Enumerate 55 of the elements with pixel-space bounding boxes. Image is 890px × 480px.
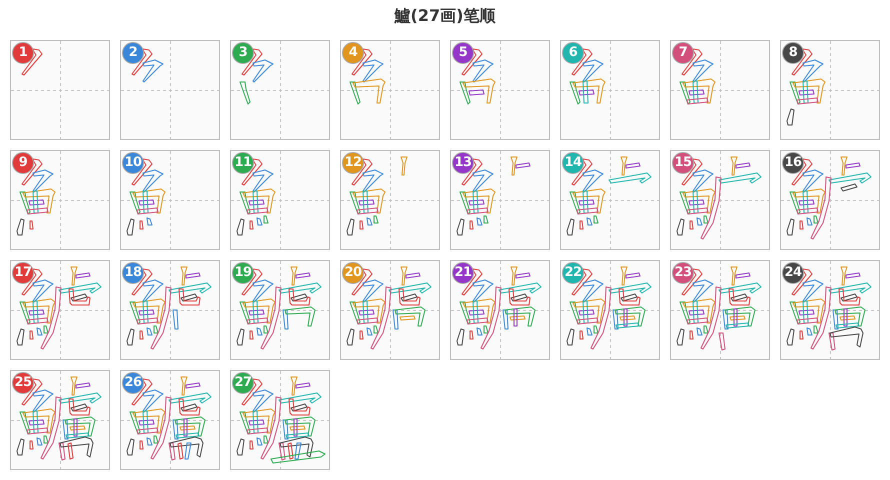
stroke-cell [230, 40, 330, 140]
number-badge: 15 [672, 152, 694, 174]
number-badge: 25 [12, 372, 34, 394]
stroke-cell [780, 150, 880, 250]
number-badge: 17 [12, 262, 34, 284]
stroke-cell [10, 40, 110, 140]
number-badge: 22 [562, 262, 584, 284]
number-badge: 23 [672, 262, 694, 284]
title: 鱸(27画)笔顺 [394, 5, 496, 27]
number-badge: 21 [452, 262, 474, 284]
stroke-cell [120, 260, 220, 360]
stroke-cell [780, 40, 880, 140]
stroke-cell [450, 260, 550, 360]
number-badge: 5 [452, 42, 474, 64]
stroke-cell [10, 150, 110, 250]
stroke-cell [10, 260, 110, 360]
number-badge: 16 [782, 152, 804, 174]
number-badge: 14 [562, 152, 584, 174]
number-badge: 27 [232, 372, 254, 394]
stroke-cell [560, 150, 660, 250]
number-badge: 11 [232, 152, 254, 174]
stroke-cell [10, 370, 110, 470]
number-badge: 20 [342, 262, 364, 284]
stroke-cell [670, 40, 770, 140]
number-badge: 13 [452, 152, 474, 174]
stroke-cell [120, 150, 220, 250]
stroke-cell [230, 260, 330, 360]
number-badge: 18 [122, 262, 144, 284]
number-badge: 26 [122, 372, 144, 394]
number-badge: 1 [12, 42, 34, 64]
stroke-cell [120, 370, 220, 470]
stroke-cell [670, 150, 770, 250]
number-badge: 9 [12, 152, 34, 174]
number-badge: 6 [562, 42, 584, 64]
stroke-cell [560, 260, 660, 360]
number-badge: 3 [232, 42, 254, 64]
number-badge: 4 [342, 42, 364, 64]
stroke-cell [560, 40, 660, 140]
stroke-cell [450, 150, 550, 250]
stroke-cell [230, 370, 330, 470]
number-badge: 2 [122, 42, 144, 64]
stroke-cell [340, 260, 440, 360]
number-badge: 24 [782, 262, 804, 284]
stroke-cell [450, 40, 550, 140]
stroke-cell [340, 40, 440, 140]
number-badge: 19 [232, 262, 254, 284]
stroke-cell [230, 150, 330, 250]
number-badge: 7 [672, 42, 694, 64]
number-badge: 8 [782, 42, 804, 64]
number-badge: 10 [122, 152, 144, 174]
stroke-cell [670, 260, 770, 360]
stroke-cell [340, 150, 440, 250]
stroke-cell [120, 40, 220, 140]
stroke-cell [780, 260, 880, 360]
number-badge: 12 [342, 152, 364, 174]
